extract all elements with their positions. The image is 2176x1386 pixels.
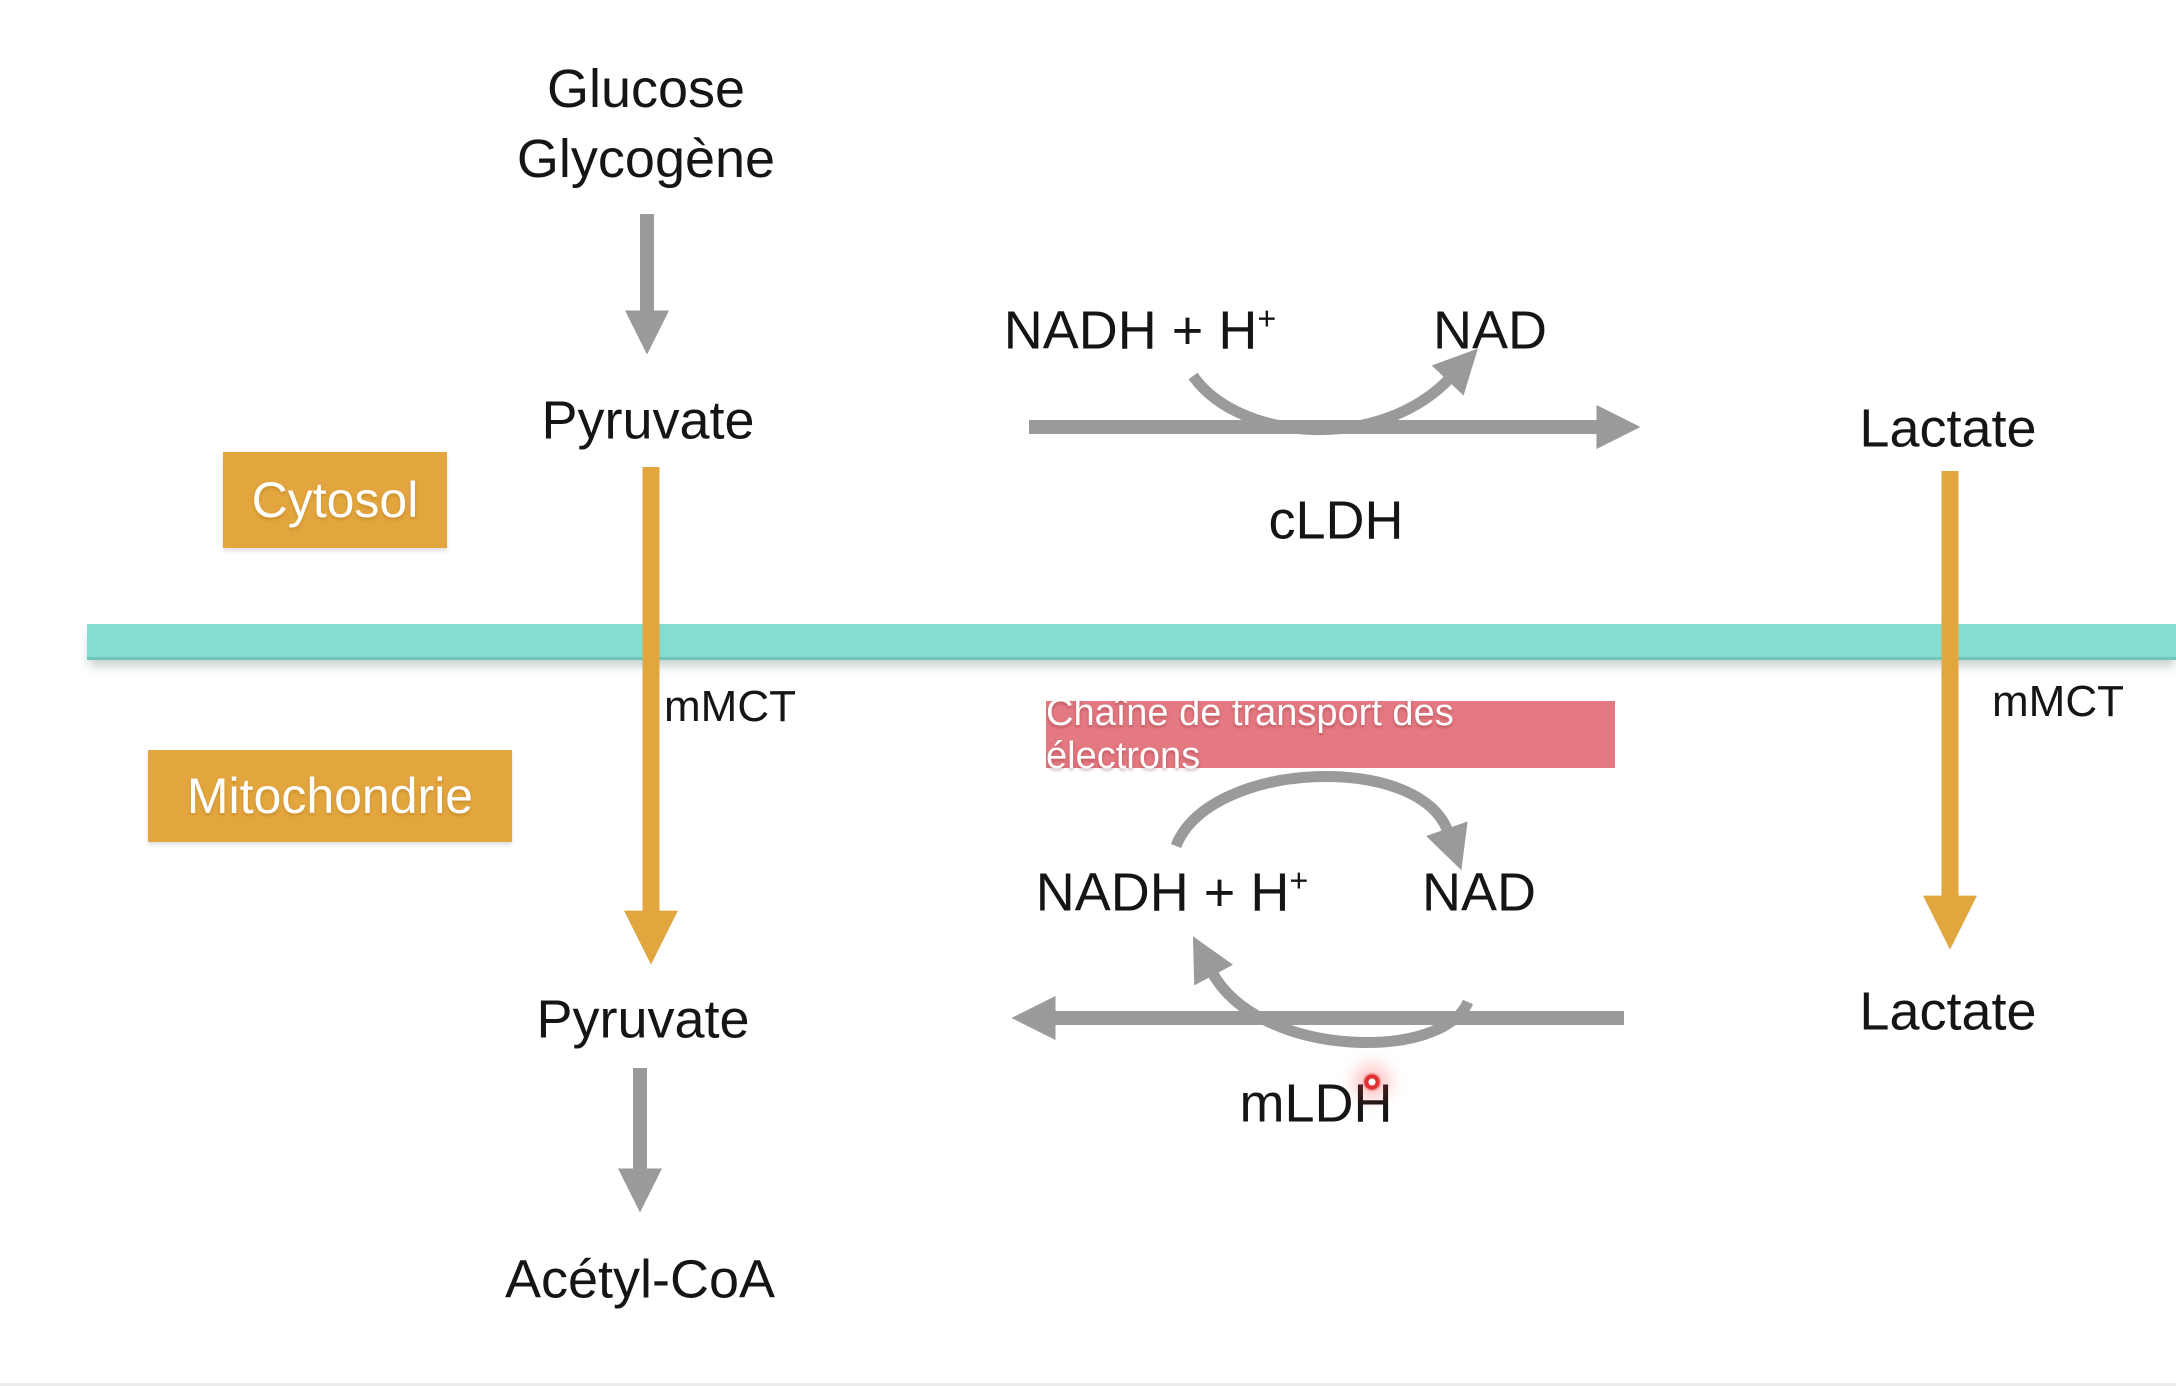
nadh-cytosol-sup: + bbox=[1257, 300, 1277, 337]
electron-transport-chain-banner: Chaîne de transport des électrons bbox=[1046, 692, 1615, 777]
acetyl-coa-label: Acétyl-CoA bbox=[504, 1249, 776, 1310]
mmct-left-label: mMCT bbox=[664, 681, 796, 731]
glucose-label: Glucose bbox=[546, 59, 746, 119]
cytosol-region-label-text: Cytosol bbox=[251, 472, 419, 528]
nadh-mito-sup: + bbox=[1289, 862, 1309, 899]
cytosol-region-label: Cytosol bbox=[223, 452, 447, 548]
mitochondria-region-label: Mitochondrie bbox=[148, 750, 512, 842]
nadh-mito-label: NADH + H+ bbox=[1035, 862, 1309, 923]
mmct-right-label: mMCT bbox=[1992, 676, 2124, 726]
nad-mito-label: NAD bbox=[1421, 862, 1537, 923]
nad-cytosol-label: NAD bbox=[1432, 300, 1548, 361]
pyruvate-cytosol-label: Pyruvate bbox=[541, 390, 755, 451]
arrow-mito-cycle-bottom bbox=[1192, 936, 1474, 1048]
nadh-cytosol-label: NADH + H+ bbox=[1003, 300, 1277, 361]
cldh-enzyme-label: cLDH bbox=[1268, 490, 1404, 551]
lactate-mito-label: Lactate bbox=[1859, 981, 2037, 1042]
laser-pointer-dot bbox=[1362, 1072, 1382, 1092]
arrow-cldh-nadh-swoosh bbox=[1188, 348, 1478, 435]
nadh-mito-base: NADH + H bbox=[1035, 862, 1290, 923]
pyruvate-mito-label: Pyruvate bbox=[536, 989, 750, 1050]
glycogen-label: Glycogène bbox=[516, 129, 776, 189]
membrane-band bbox=[87, 624, 2176, 660]
mitochondria-region-label-text: Mitochondrie bbox=[186, 768, 474, 824]
glucose-glycogen-label: Glucose Glycogène bbox=[517, 54, 775, 194]
arrow-mito-cycle-top bbox=[1170, 771, 1468, 871]
lactate-cytosol-label: Lactate bbox=[1859, 398, 2037, 459]
electron-transport-chain-text: Chaîne de transport des électrons bbox=[1046, 691, 1454, 777]
nadh-cytosol-base: NADH + H bbox=[1003, 300, 1258, 361]
